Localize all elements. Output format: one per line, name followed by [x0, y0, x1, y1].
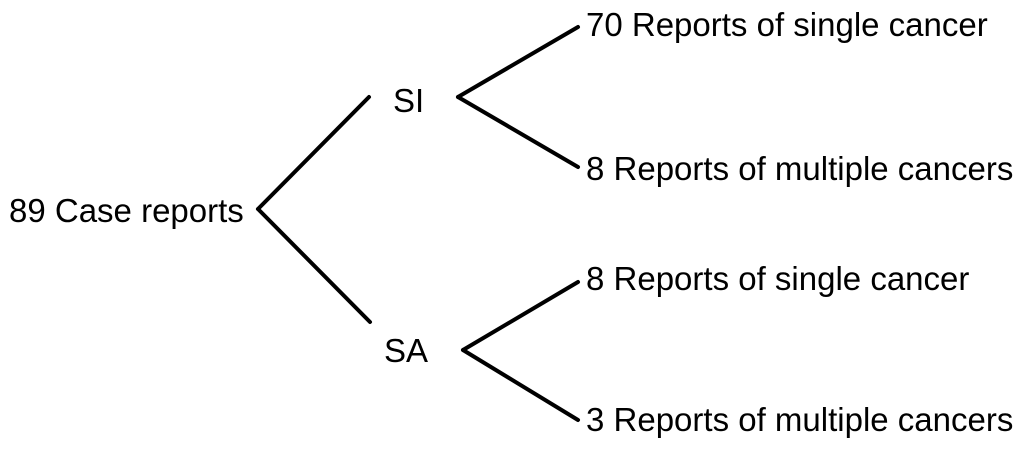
leaf-si-single-cancer-label: 70 Reports of single cancer — [586, 6, 988, 43]
edge-root-to-sa — [256, 207, 372, 324]
edge-sa-to-multiple — [461, 348, 580, 422]
edge-sa-to-single — [461, 280, 580, 352]
leaf-sa-single-cancer-label: 8 Reports of single cancer — [586, 260, 969, 297]
edge-si-to-multiple — [456, 95, 580, 169]
branch-si-label: SI — [393, 82, 424, 119]
edge-si-to-single — [456, 25, 580, 99]
root-node-label: 89 Case reports — [9, 192, 244, 229]
leaf-sa-multiple-cancers-label: 3 Reports of multiple cancers — [586, 401, 1013, 438]
leaf-si-multiple-cancers-label: 8 Reports of multiple cancers — [586, 150, 1013, 187]
edge-root-to-si — [256, 95, 371, 211]
branch-sa-label: SA — [384, 332, 428, 369]
